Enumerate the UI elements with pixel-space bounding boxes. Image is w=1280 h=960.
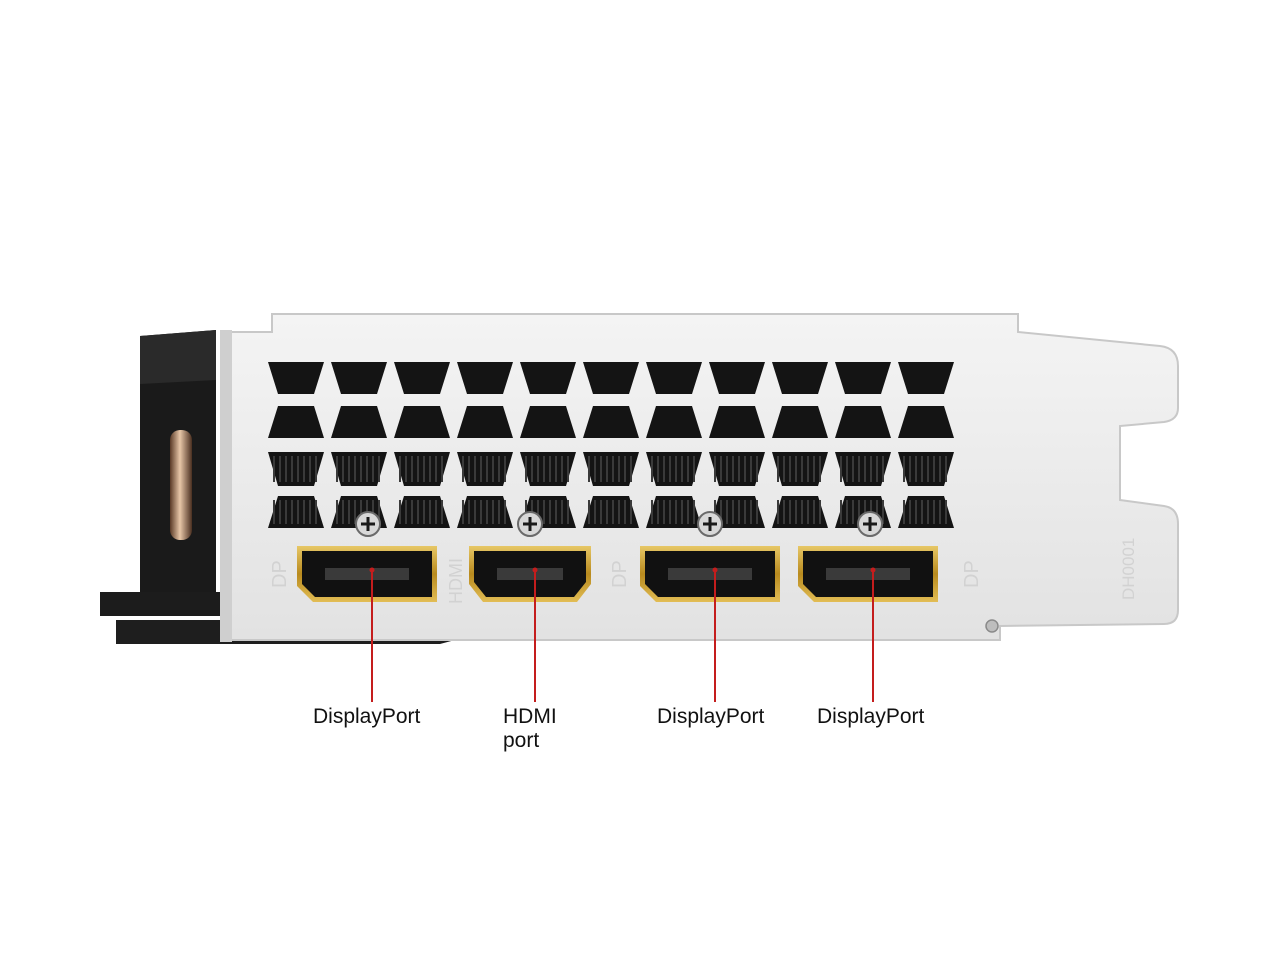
displayport-port (798, 511, 938, 702)
label-hdmi-line1: HDMI (503, 705, 557, 728)
port-contact-tongue (826, 568, 910, 580)
vent-cutout (646, 406, 702, 438)
label-hdmi-port: HDMI port (503, 705, 557, 753)
engraving-dp: DP (961, 560, 983, 588)
vent-cutout (898, 406, 954, 438)
bracket-engravings: DP HDMI DP DP DH0001 (269, 538, 1138, 604)
vent-cutout (709, 362, 765, 394)
vent-cutout (583, 362, 639, 394)
label-displayport-1: DisplayPort (313, 705, 421, 728)
port-contact-tongue (497, 568, 563, 580)
vent-cutout (646, 362, 702, 394)
displayport-port (640, 511, 780, 702)
label-displayport-3: DisplayPort (817, 705, 925, 728)
engraving-dp: DP (609, 560, 631, 588)
port-contact-tongue (325, 568, 409, 580)
vent-cutout (457, 406, 513, 438)
vent-cutout (772, 362, 828, 394)
vent-cutout (331, 406, 387, 438)
engraving-hdmi: HDMI (446, 558, 466, 604)
vent-cutout (835, 362, 891, 394)
vent-cutout (898, 362, 954, 394)
leader-dot (712, 567, 718, 573)
leader-dot (532, 567, 538, 573)
vent-cutout (709, 406, 765, 438)
vent-cutout (520, 406, 576, 438)
vent-cutout (268, 362, 324, 394)
heatpipe (170, 430, 192, 540)
leader-dot (369, 567, 375, 573)
vent-cutout (520, 362, 576, 394)
leader-dot (870, 567, 876, 573)
label-hdmi-line2: port (503, 729, 540, 752)
hdmi-port (469, 511, 591, 702)
vent-cutout (394, 406, 450, 438)
engraving-dp: DP (269, 560, 291, 588)
engraving-model: DH0001 (1119, 538, 1138, 600)
port-contact-tongue (668, 568, 752, 580)
io-bracket (220, 313, 1179, 642)
label-displayport-2: DisplayPort (657, 705, 765, 728)
vent-cutout (394, 362, 450, 394)
port-group (297, 511, 938, 702)
vent-cutout (457, 362, 513, 394)
vent-cutout (331, 362, 387, 394)
vent-cutout (583, 406, 639, 438)
vent-cutout (772, 406, 828, 438)
vent-cutout (835, 406, 891, 438)
vent-cutout (268, 406, 324, 438)
displayport-port (297, 511, 437, 702)
